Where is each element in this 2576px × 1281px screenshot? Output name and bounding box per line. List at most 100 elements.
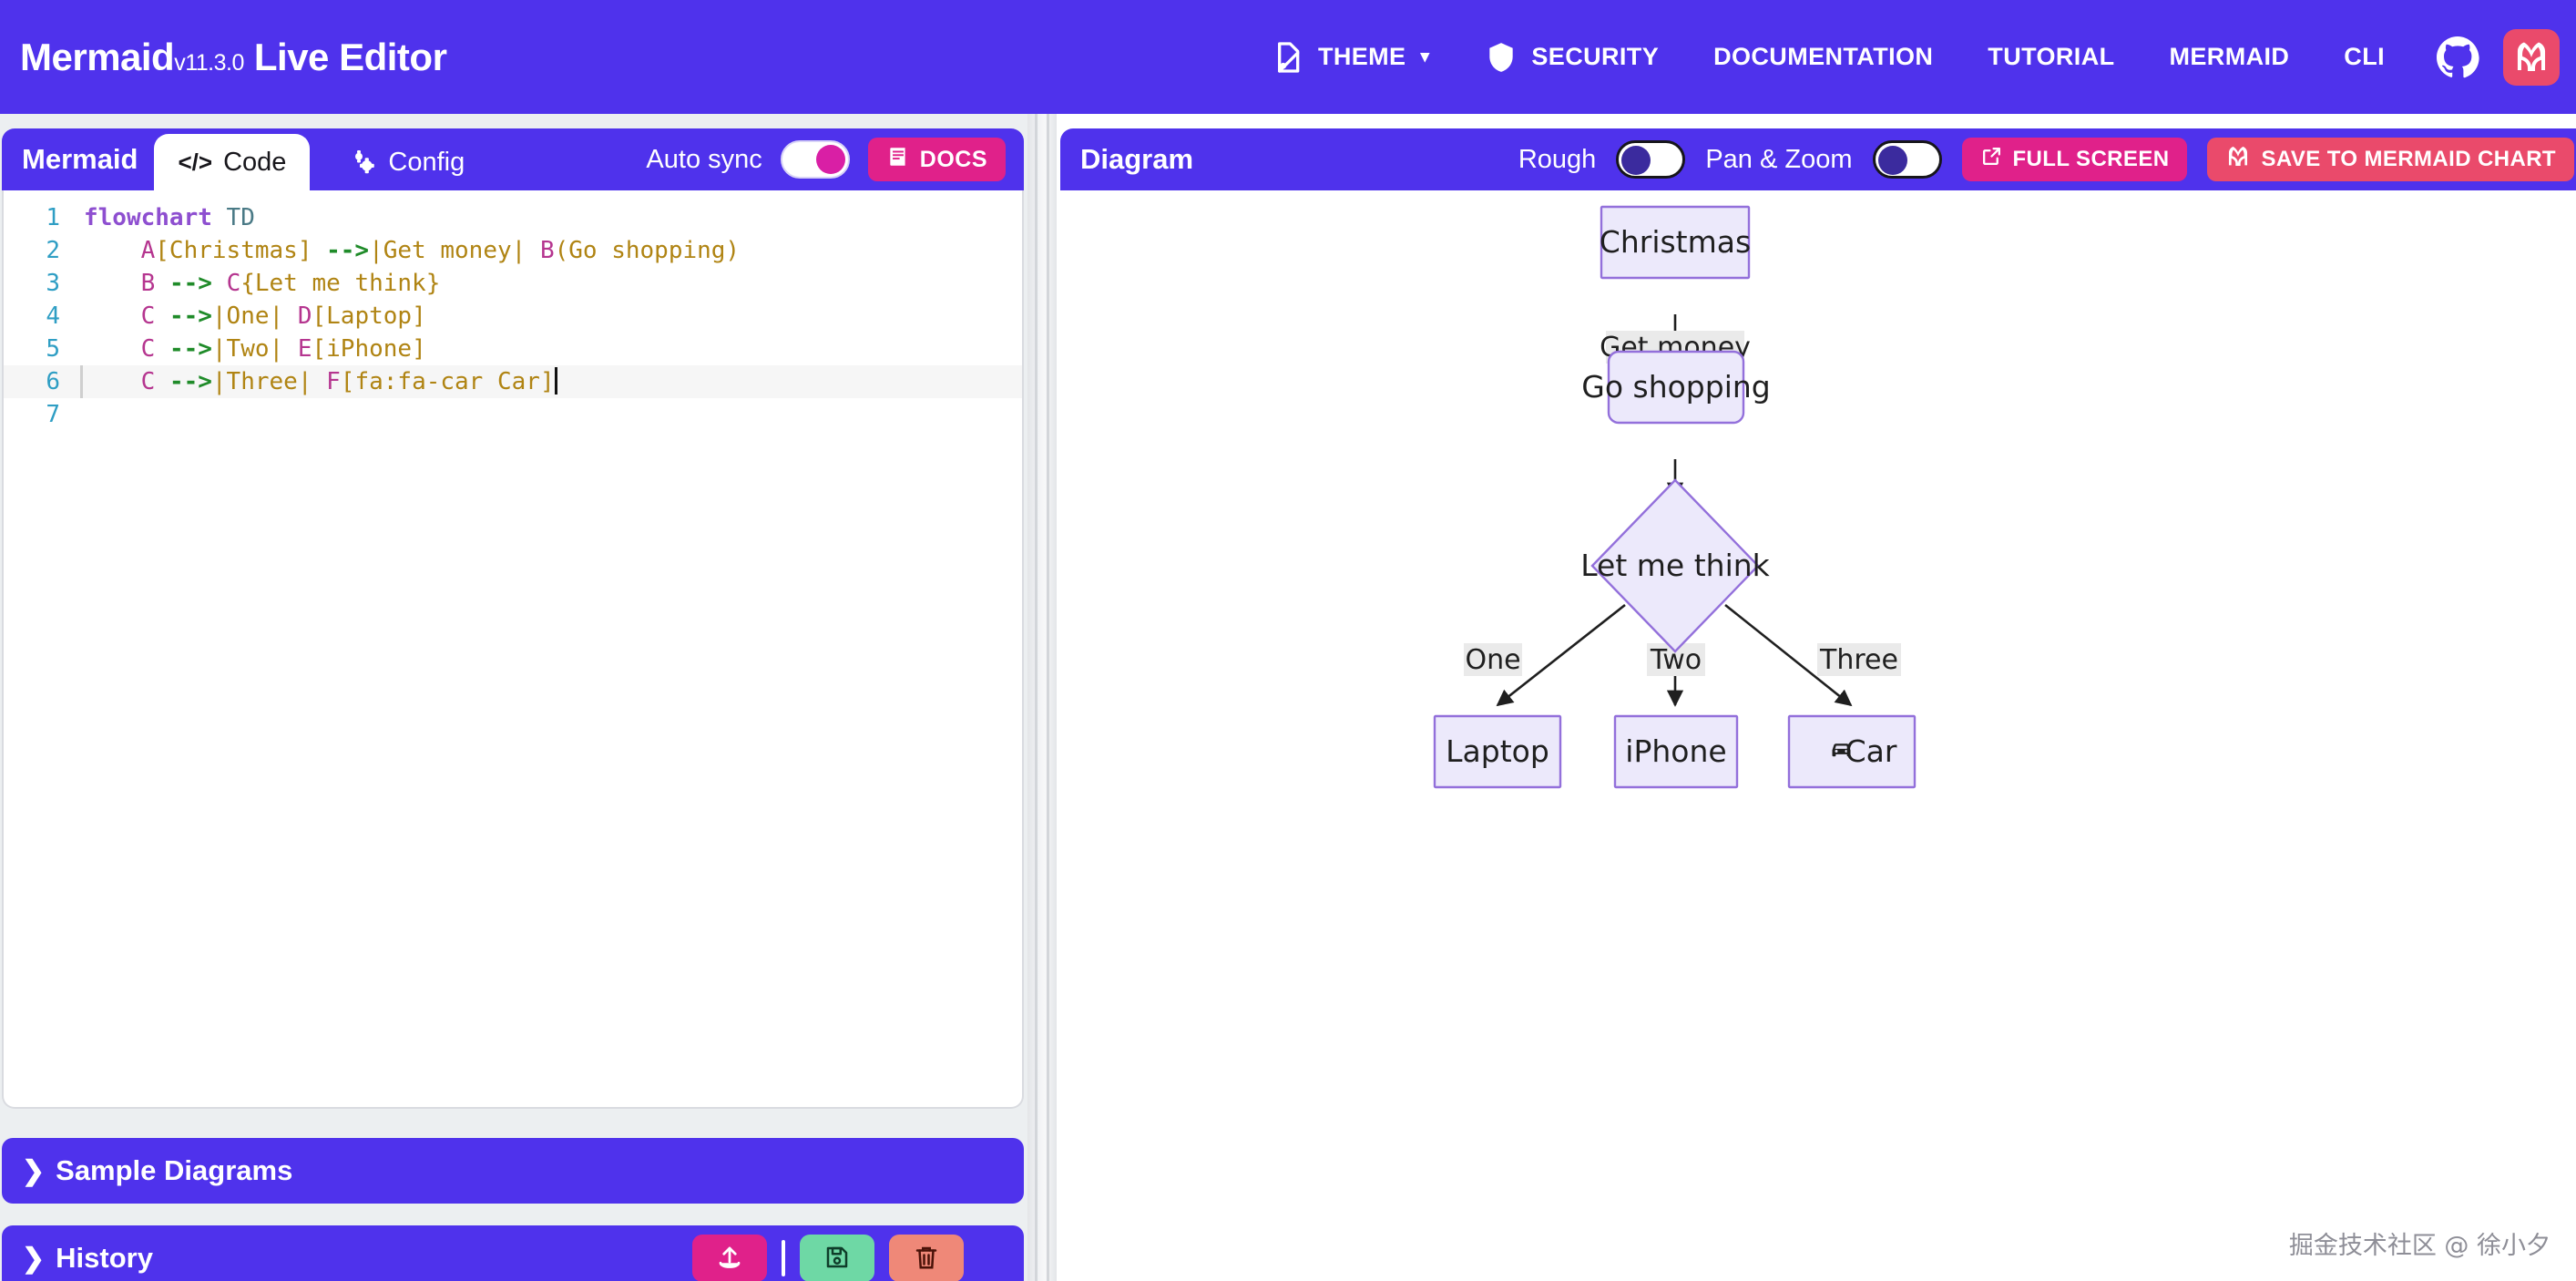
node-christmas[interactable]: Christmas xyxy=(1600,205,1751,280)
code-line: 2 A[Christmas] -->|Get money| B(Go shopp… xyxy=(4,234,1022,267)
docs-button-label: DOCS xyxy=(919,146,987,172)
node-go-shopping[interactable]: Go shopping xyxy=(1581,350,1771,425)
tab-code[interactable]: </> Code xyxy=(154,134,311,190)
upload-history-button[interactable] xyxy=(692,1235,767,1281)
nav-item-documentation[interactable]: DOCUMENTATION xyxy=(1686,0,1960,114)
flowchart-edge-labels: Get money One Two Three xyxy=(1464,331,1901,676)
node-iphone[interactable]: iPhone xyxy=(1613,714,1739,789)
book-icon xyxy=(886,145,910,175)
node-let-me-think-label: Let me think xyxy=(1580,548,1770,583)
docs-button[interactable]: DOCS xyxy=(867,138,1006,181)
line-number: 5 xyxy=(46,335,60,363)
brand-suffix: Live Editor xyxy=(253,35,447,78)
top-navbar: Mermaid v11.3.0 Live Editor THEME ▾ xyxy=(0,0,2576,114)
code-line: 3 B --> C{Let me think} xyxy=(4,267,1022,300)
node-iphone-label: iPhone xyxy=(1625,733,1726,769)
trash-icon xyxy=(913,1244,940,1274)
line-number: 6 xyxy=(46,368,60,395)
nav-item-security[interactable]: SECURITY xyxy=(1457,0,1686,114)
line-number: 4 xyxy=(46,302,60,330)
shield-icon xyxy=(1484,40,1518,75)
save-history-button[interactable] xyxy=(800,1235,874,1281)
nav-item-tutorial[interactable]: TUTORIAL xyxy=(1960,0,2142,114)
car-icon xyxy=(1832,743,1851,757)
nav-item-theme[interactable]: THEME ▾ xyxy=(1242,0,1457,114)
panel-splitter[interactable] xyxy=(1027,114,1057,1281)
node-let-me-think[interactable]: Let me think xyxy=(1580,478,1771,653)
node-go-shopping-label: Go shopping xyxy=(1581,369,1770,405)
text-caret xyxy=(554,367,557,395)
code-line: 4 C -->|One| D[Laptop] xyxy=(4,300,1022,333)
diagram-column: Diagram Rough Pan & Zoom FULL SCREEN xyxy=(1057,114,2576,1281)
nav-item-cli[interactable]: CLI xyxy=(2316,0,2412,114)
auto-sync-toggle[interactable] xyxy=(780,140,850,179)
panel-history-label: History xyxy=(56,1242,153,1274)
save-to-mermaid-chart-button[interactable]: SAVE TO MERMAID CHART xyxy=(2207,138,2574,181)
mermaid-chart-logo-icon xyxy=(2503,28,2560,86)
line-number: 7 xyxy=(46,401,60,428)
code-editor[interactable]: 1 flowchart TD 2 A[Christmas] -->|Get mo… xyxy=(2,190,1024,1109)
tab-config-label: Config xyxy=(388,147,465,177)
full-screen-label: FULL SCREEN xyxy=(2012,147,2170,171)
line-number: 2 xyxy=(46,237,60,264)
nav-item-mermaid[interactable]: MERMAID xyxy=(2142,0,2317,114)
flowchart-svg: Get money One Two Three Christmas xyxy=(1433,205,1917,789)
brand-version: v11.3.0 xyxy=(174,49,244,76)
code-line-active: 6 C -->|Three| F[fa:fa-car Car] xyxy=(4,365,1022,398)
editor-column: Mermaid </> Code xyxy=(0,114,1027,1281)
node-car[interactable]: Car xyxy=(1787,714,1917,789)
diagram-title: Diagram xyxy=(1080,143,1194,175)
line-content: B --> C{Let me think} xyxy=(140,270,441,297)
gears-icon xyxy=(350,149,377,176)
node-car-label: Car xyxy=(1845,733,1897,769)
rough-toggle[interactable] xyxy=(1616,140,1686,179)
panel-sample-diagrams-label: Sample Diagrams xyxy=(56,1154,293,1186)
floppy-disk-icon xyxy=(823,1244,851,1274)
node-christmas-label: Christmas xyxy=(1600,224,1751,260)
line-content: C -->|Three| F[fa:fa-car Car] xyxy=(80,365,557,398)
rough-label: Rough xyxy=(1518,144,1597,174)
nav-item-mermaid-chart[interactable] xyxy=(2503,0,2576,114)
edge-label-three: Three xyxy=(1819,644,1898,676)
panel-sample-diagrams[interactable]: ❯ Sample Diagrams xyxy=(2,1138,1024,1204)
code-line: 5 C -->|Two| E[iPhone] xyxy=(4,333,1022,365)
full-screen-button[interactable]: FULL SCREEN xyxy=(1961,138,2188,181)
external-link-icon xyxy=(1980,145,2003,174)
theme-palette-icon xyxy=(1269,39,1305,76)
code-brackets-icon: </> xyxy=(178,148,213,176)
diagram-canvas[interactable]: Get money One Two Three Christmas xyxy=(1060,190,2576,1281)
editor-brand-label: Mermaid xyxy=(22,143,138,175)
editor-card: Mermaid </> Code xyxy=(2,128,1024,1109)
watermark: 掘金技术社区 @ 徐小夕 xyxy=(2288,1232,2550,1260)
brand-name: Mermaid xyxy=(20,35,175,78)
edge-label-one: One xyxy=(1465,644,1520,676)
code-line: 1 flowchart TD xyxy=(4,201,1022,234)
github-icon xyxy=(2436,36,2479,79)
line-content: A[Christmas] -->|Get money| B(Go shoppin… xyxy=(140,237,741,264)
edge-C-F xyxy=(1724,603,1853,707)
edge-C-D xyxy=(1496,603,1626,707)
save-to-mermaid-chart-label: SAVE TO MERMAID CHART xyxy=(2261,147,2556,171)
code-line: 7 xyxy=(4,398,1022,431)
chevron-right-icon: ❯ xyxy=(22,1155,46,1186)
code-lines: 1 flowchart TD 2 A[Christmas] -->|Get mo… xyxy=(4,201,1022,431)
line-content: flowchart TD xyxy=(84,204,255,231)
editor-tabbar-actions: Auto sync DOCS xyxy=(646,138,1024,181)
tab-config[interactable]: Config xyxy=(326,134,488,190)
mermaid-chart-logo-icon xyxy=(2225,144,2251,176)
panel-history[interactable]: ❯ History xyxy=(2,1225,1024,1281)
nav-item-github[interactable] xyxy=(2412,0,2503,114)
chevron-down-icon: ▾ xyxy=(1420,47,1430,67)
toggle-knob xyxy=(1621,146,1651,175)
line-number: 1 xyxy=(46,204,60,231)
nav-item-cli-label: CLI xyxy=(2344,43,2385,70)
nav-item-mermaid-label: MERMAID xyxy=(2169,43,2290,70)
nav-links: THEME ▾ SECURITY DOCUMENTATION TUTORIAL … xyxy=(1242,0,2576,114)
pan-zoom-toggle[interactable] xyxy=(1872,140,1942,179)
delete-history-button[interactable] xyxy=(889,1235,964,1281)
node-laptop-label: Laptop xyxy=(1446,733,1549,769)
chevron-right-icon: ❯ xyxy=(22,1243,46,1274)
nav-item-tutorial-label: TUTORIAL xyxy=(1988,43,2115,70)
node-laptop[interactable]: Laptop xyxy=(1433,714,1562,789)
diagram-toolbar-actions: Rough Pan & Zoom FULL SCREEN xyxy=(1518,138,2576,181)
